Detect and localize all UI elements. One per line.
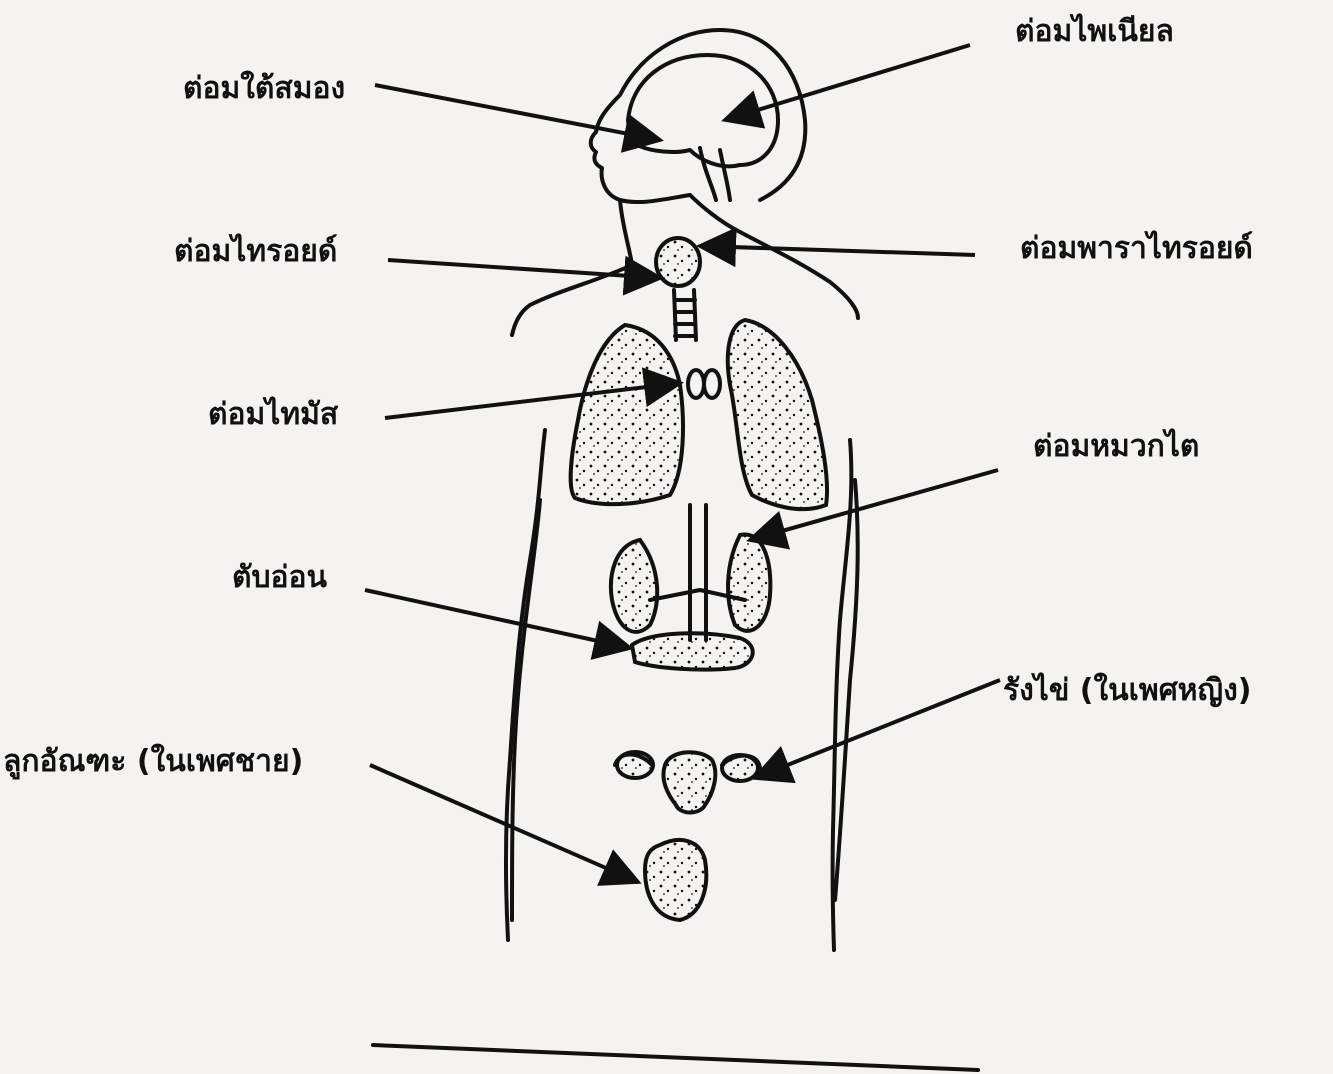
arrow-ovary	[755, 680, 1000, 778]
label-thymus: ต่อมไทมัส	[208, 400, 338, 430]
arrow-pineal	[725, 45, 970, 120]
thyroid-organ	[656, 238, 700, 286]
kidney-left	[611, 540, 657, 632]
label-pineal: ต่อมไพเนียล	[1015, 17, 1174, 47]
brain-stem	[700, 148, 730, 200]
trachea	[674, 290, 696, 340]
label-adrenal: ต่อมหมวกไต	[1033, 432, 1199, 462]
kidney-right	[728, 535, 770, 631]
label-parathyroid: ต่อมพาราไทรอยด์	[1020, 234, 1253, 264]
testis-organ	[645, 840, 706, 920]
arrow-pancreas	[365, 590, 630, 648]
label-pancreas: ตับอ่อน	[232, 563, 327, 593]
lung-right	[728, 320, 827, 509]
label-pituitary: ต่อมใต้สมอง	[183, 74, 345, 104]
uterus-organ	[663, 752, 715, 812]
thymus-organ-2	[704, 370, 720, 398]
arm-left	[512, 500, 540, 920]
label-testis: ลูกอัณฑะ (ในเพศชาย)	[3, 747, 303, 777]
lung-left	[571, 325, 683, 504]
label-thyroid: ต่อมไทรอยด์	[174, 237, 337, 267]
bottom-rule	[373, 1045, 978, 1070]
thymus-organ	[688, 370, 704, 398]
pancreas-organ	[632, 633, 753, 669]
arrow-parathyroid	[700, 246, 975, 255]
arrow-pituitary	[375, 85, 660, 140]
label-ovary: รังไข่ (ในเพศหญิง)	[1003, 676, 1251, 706]
